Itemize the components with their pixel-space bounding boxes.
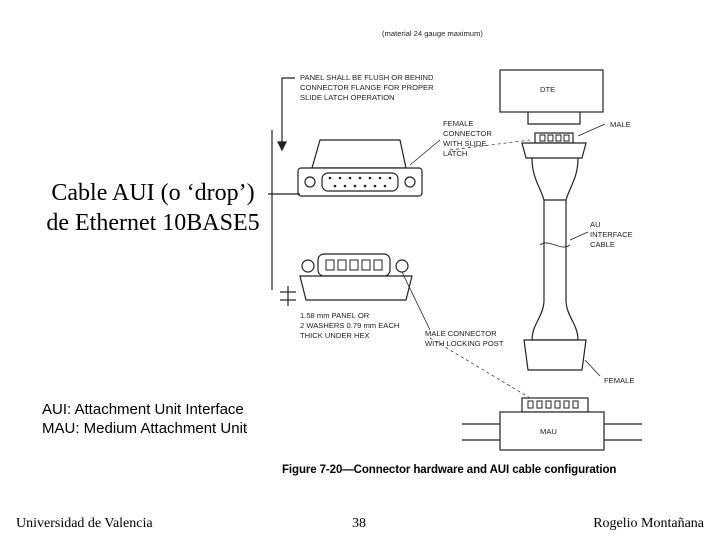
top-male-pin — [539, 134, 546, 142]
male-pin — [325, 259, 335, 271]
locking-post-left — [301, 259, 315, 273]
top-male-pin — [555, 134, 562, 142]
top-male-pin — [547, 134, 554, 142]
male-connector-face — [317, 253, 391, 277]
mau-box — [499, 411, 605, 451]
panel-note-line1: PANEL SHALL BE FLUSH OR BEHIND — [300, 73, 434, 82]
panel-note-arrowhead — [277, 141, 287, 152]
pin — [388, 176, 392, 180]
aui-cable-label2: INTERFACE — [590, 230, 633, 239]
pin — [328, 176, 332, 180]
slide-title-line2: de Ethernet 10BASE5 — [46, 210, 260, 236]
pin — [343, 184, 347, 188]
pin — [348, 176, 352, 180]
panel-note-leader — [281, 77, 295, 148]
male-connector-label2: WITH LOCKING POST — [425, 339, 504, 348]
slide-title-line1: Cable AUI (o ‘drop’) — [51, 180, 255, 206]
mau-pin — [554, 400, 561, 409]
leader-male-top — [577, 123, 606, 137]
panel-spec-label1: 1.58 mm PANEL OR — [300, 311, 370, 320]
cable-backshell-top — [531, 157, 579, 201]
cable-backshell-bottom — [531, 299, 579, 341]
female-bottom-label: FEMALE — [604, 376, 634, 385]
male-top-label: MALE — [610, 120, 631, 129]
pin — [383, 184, 387, 188]
aui-cable-label3: CABLE — [590, 240, 615, 249]
leader-female-connector — [409, 139, 441, 166]
male-connector-flange — [299, 275, 413, 301]
panel-note-line2: CONNECTOR FLANGE FOR PROPER — [300, 83, 434, 92]
panel-spec-label3: THICK UNDER HEX — [300, 331, 370, 340]
female-connector-body — [311, 139, 407, 169]
female-connector-label4: LATCH — [443, 149, 467, 158]
panel-note-line3: SLIDE LATCH OPERATION — [300, 93, 395, 102]
mau-label: MAU — [540, 427, 557, 436]
female-connector-face — [321, 172, 399, 192]
pin — [358, 176, 362, 180]
pin — [353, 184, 357, 188]
leader-dashed-dte — [449, 139, 531, 151]
pin — [378, 176, 382, 180]
male-pin — [361, 259, 371, 271]
panel-spec-label2: 2 WASHERS 0.79 mm EACH — [300, 321, 399, 330]
leader-female-bottom — [584, 359, 601, 377]
male-pin — [373, 259, 383, 271]
male-pin — [349, 259, 359, 271]
dte-connector-shell — [527, 112, 581, 125]
pin — [333, 184, 337, 188]
female-connector-flange — [297, 167, 423, 197]
locking-post-right — [395, 259, 409, 273]
female-connector-label3: WITH SLIDE — [443, 139, 486, 148]
footer-institution: Universidad de Valencia — [16, 516, 153, 531]
footer-page-number: 38 — [352, 516, 366, 531]
figure-caption: Figure 7-20—Connector hardware and AUI c… — [282, 464, 617, 476]
flange-screw-left — [304, 176, 316, 188]
pin — [368, 176, 372, 180]
pin — [338, 176, 342, 180]
cable-break — [539, 242, 571, 248]
pin — [373, 184, 377, 188]
mau-pin — [527, 400, 534, 409]
aui-cable-label1: AU — [590, 220, 601, 229]
glossary: AUI: Attachment Unit Interface MAU: Medi… — [42, 400, 247, 438]
dte-box — [499, 69, 604, 113]
leader-aui-cable — [569, 231, 589, 241]
leader-male-connector — [401, 271, 431, 331]
top-male-pin — [563, 134, 570, 142]
pin — [363, 184, 367, 188]
mau-pin — [536, 400, 543, 409]
mau-pin — [563, 400, 570, 409]
male-pin — [337, 259, 347, 271]
mau-pin — [545, 400, 552, 409]
flange-screw-right — [404, 176, 416, 188]
glossary-aui: AUI: Attachment Unit Interface — [42, 401, 244, 418]
glossary-mau: MAU: Medium Attachment Unit — [42, 420, 248, 437]
footer-author: Rogelio Montañana — [593, 516, 704, 531]
male-hood-bottom — [523, 339, 587, 371]
female-connector-label2: CONNECTOR — [443, 129, 492, 138]
mau-pin — [572, 400, 579, 409]
slide-title: Cable AUI (o ‘drop’) de Ethernet 10BASE5 — [22, 178, 284, 238]
female-connector-label1: FEMALE — [443, 119, 473, 128]
male-connector-label1: MALE CONNECTOR — [425, 329, 497, 338]
material-note: (material 24 gauge maximum) — [382, 29, 483, 38]
leader-dashed-mau — [429, 337, 531, 399]
dte-label: DTE — [540, 85, 555, 94]
female-hood-top — [521, 142, 587, 159]
